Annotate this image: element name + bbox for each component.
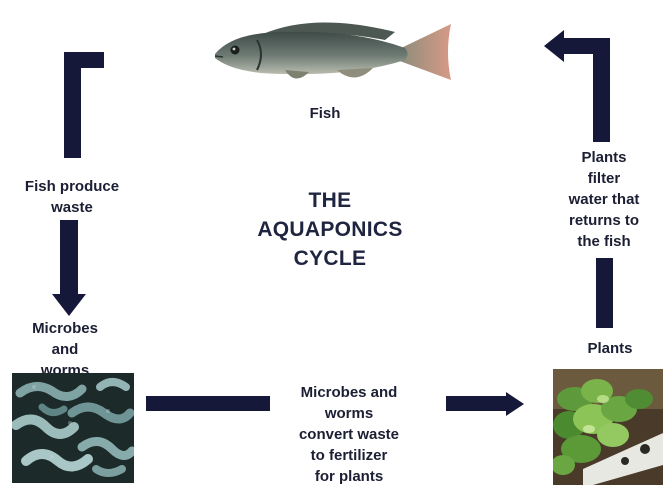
fish-produce-line-1: Fish produce <box>2 176 142 197</box>
plants-filter-label: Plants filter water that returns to the … <box>544 147 663 252</box>
microbes-image <box>12 373 134 483</box>
bracket-left-top-icon <box>64 52 109 160</box>
fish-produce-line-2: waste <box>2 197 142 218</box>
title-line-2: AQUAPONICS <box>200 215 460 244</box>
fish-label: Fish <box>290 103 360 124</box>
diagram-title: THE AQUAPONICS CYCLE <box>200 186 460 273</box>
title-line-1: THE <box>200 186 460 215</box>
middle-left-bar <box>146 396 270 411</box>
convert-line-1: Microbes and <box>268 382 430 403</box>
arrow-up-left-icon <box>540 28 620 143</box>
plants-label: Plants <box>570 338 650 359</box>
convert-line-2: worms <box>268 403 430 424</box>
fish-produce-waste-label: Fish produce waste <box>2 176 142 218</box>
fish-image <box>205 10 455 90</box>
microbes-worms-label: Microbes and worms <box>10 318 120 381</box>
microbes-line-2: and <box>10 339 120 360</box>
plants-image <box>553 369 663 485</box>
microbes-line-1: Microbes <box>10 318 120 339</box>
filter-line-3: water that <box>544 189 663 210</box>
convert-line-5: for plants <box>268 466 430 487</box>
arrow-down-icon <box>50 220 90 318</box>
filter-line-1: Plants <box>544 147 663 168</box>
filter-line-2: filter <box>544 168 663 189</box>
convert-waste-label: Microbes and worms convert waste to fert… <box>268 382 430 487</box>
convert-line-3: convert waste <box>268 424 430 445</box>
convert-line-4: to fertilizer <box>268 445 430 466</box>
right-vertical-bar <box>596 258 613 328</box>
filter-line-5: the fish <box>544 231 663 252</box>
arrow-right-icon <box>446 392 526 416</box>
filter-line-4: returns to <box>544 210 663 231</box>
title-line-3: CYCLE <box>200 244 460 273</box>
